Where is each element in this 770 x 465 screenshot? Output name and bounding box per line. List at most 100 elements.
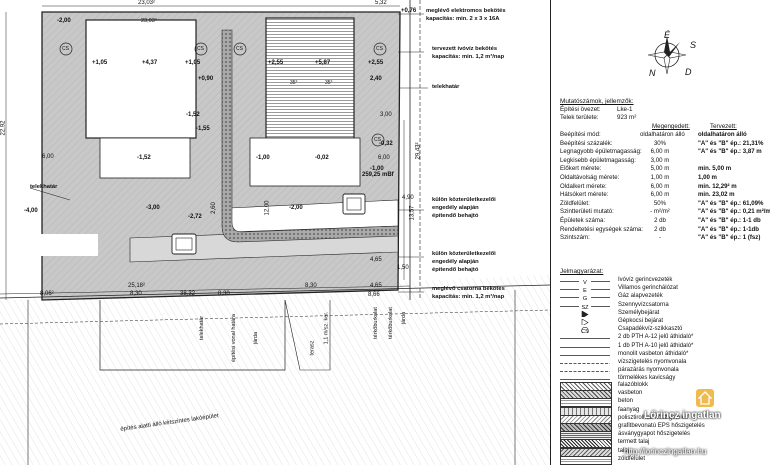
legend-line-item: törmelékes kavicságy bbox=[552, 375, 770, 383]
legend-symbol-text: V bbox=[583, 280, 587, 284]
vertical-label-1: telekhatár bbox=[199, 315, 206, 341]
legend-line-label: Csapadékvíz-szikkasztó bbox=[618, 326, 683, 333]
house-icon bbox=[698, 391, 712, 405]
annotation-boundary-left: telekhatár bbox=[30, 184, 58, 190]
level-9: +0,76 bbox=[401, 8, 417, 14]
legend-material-label: ásványgyapot hőszigetelés bbox=[618, 431, 691, 438]
level-23: 6,00 bbox=[42, 154, 54, 160]
indicator-label: Rendeltetési egységek száma: bbox=[560, 225, 643, 233]
indicator-label: Legnagyobb épületmagasság: bbox=[560, 148, 642, 156]
compass-n: N bbox=[649, 68, 656, 78]
legend-line-symbol: V bbox=[560, 278, 610, 284]
legend-line-symbol bbox=[560, 371, 610, 373]
indicator-allowed: oldalhatáron álló bbox=[640, 131, 685, 138]
zone-label: Építési övezet: bbox=[560, 106, 601, 113]
indicator-planned: "A" és "B" ép.: 0,21 m²/m² bbox=[698, 208, 770, 216]
legend-line-item: vízszigetelés nyomvonala bbox=[552, 359, 770, 367]
level-2: +1,05 bbox=[92, 60, 108, 66]
col-planned: Tervezett: bbox=[710, 123, 737, 130]
indicator-label: Beépítési százalék: bbox=[560, 139, 613, 147]
cs-label-4: CS bbox=[376, 46, 383, 52]
dim-bottom-a: 8,06² bbox=[40, 291, 54, 297]
indicator-planned: min. 23,02 m bbox=[698, 191, 735, 199]
level-4: +1,05 bbox=[185, 60, 201, 66]
indicator-allowed: 30% bbox=[653, 139, 667, 147]
level-15: -0,32 bbox=[379, 141, 393, 147]
indicator-planned: "A" és "B" ép.: 61,09% bbox=[698, 199, 764, 207]
roof-slope-1: 35° bbox=[290, 80, 298, 86]
indicator-planned: min. 12,29² m bbox=[698, 182, 737, 190]
vertical-label-6: térkőburkolat bbox=[372, 307, 379, 339]
legend-material-swatch bbox=[560, 455, 612, 465]
dim-right-e: 4,65 bbox=[370, 257, 382, 263]
legend-line-item: 2 db PTH A-12 jelű áthidaló* bbox=[552, 334, 770, 342]
indicator-planned: oldalhatáron álló bbox=[698, 131, 747, 138]
street-building-label: építés alatti álló kétszintes lakóépület bbox=[120, 413, 219, 433]
dim-bottom-f: 8,30 bbox=[305, 283, 317, 289]
level-25: 3,00 bbox=[380, 112, 392, 118]
building-a bbox=[85, 19, 197, 139]
indicator-allowed: 5,00 m bbox=[650, 165, 670, 173]
legend-line-label: törmelékes kavicságy bbox=[618, 375, 676, 382]
legend-line-label: Gépkocsi bejárat bbox=[618, 318, 664, 324]
legend-material-label: grafitbevonatú EPS hőszigetelés bbox=[618, 423, 705, 429]
legend-line-label: Gáz alapvezeték bbox=[618, 293, 663, 300]
legend-line-item: Személybejárat bbox=[552, 310, 770, 318]
legend-symbol-text: E bbox=[583, 288, 587, 292]
building-a-terrace bbox=[99, 137, 191, 179]
level-13: -1,00 bbox=[256, 155, 270, 161]
level-24: 6,00 bbox=[378, 155, 390, 161]
cs-label-5: CS bbox=[374, 137, 381, 143]
legend-title: Jelmagyarázat: bbox=[560, 268, 604, 275]
indicator-allowed: 6,00 m bbox=[650, 148, 670, 156]
legend-symbol-text: CS bbox=[581, 329, 589, 333]
legend-line-item: párazárás nyomvonala bbox=[552, 367, 770, 375]
legend-line-symbol: E bbox=[560, 286, 610, 293]
indicator-label: Szintszám: bbox=[560, 234, 590, 242]
dim-right-c: 4,90 bbox=[402, 195, 414, 201]
legend-material-label: falazóblokk bbox=[618, 382, 649, 388]
indicator-allowed: - m²/m² bbox=[650, 208, 670, 216]
neighbour-building bbox=[99, 300, 286, 371]
indicator-allowed: 2 db bbox=[654, 217, 666, 224]
level-6: +2,55 bbox=[268, 60, 284, 66]
legend-line-symbol bbox=[560, 346, 610, 348]
level-17: -1,52 bbox=[137, 155, 151, 161]
walkway bbox=[221, 29, 399, 243]
dim-bottom-c: 38,32 bbox=[180, 291, 196, 297]
indicator-row: Szintterületi mutató:- m²/m²"A" és "B" é… bbox=[552, 208, 770, 216]
annotation-boundary-right: telekhatár bbox=[432, 84, 460, 90]
area-label: Telek területe: bbox=[560, 114, 599, 121]
indicator-planned: "A" és "B" ép.: 3,87 m bbox=[698, 148, 762, 156]
compass-s: S bbox=[690, 40, 697, 50]
cs-label-1: CS bbox=[62, 46, 69, 52]
legend-line-label: 1 db PTH A-10 jelű áthidaló* bbox=[618, 342, 694, 349]
cs-symbols bbox=[59, 42, 387, 147]
watermark-brand: Lőrincz ingatlan bbox=[644, 410, 721, 421]
legend-material-label: vasbeton bbox=[618, 390, 643, 397]
indicator-allowed: 2 db bbox=[654, 225, 666, 233]
indicator-row: Zöldfelület:50%"A" és "B" ép.: 61,09% bbox=[552, 200, 770, 208]
legend-line-label: monolit vasbeton áthidaló* bbox=[618, 350, 689, 357]
legend-line-label: Szennyvízcsatorna bbox=[618, 301, 669, 308]
legend-line-item: CS Csapadékvíz-szikkasztó bbox=[552, 326, 770, 334]
building-b-roof bbox=[265, 17, 355, 139]
indicator-row: Szintszám:-"A" és "B" ép.: 1 (fsz) bbox=[552, 234, 770, 242]
legend-line-symbol bbox=[560, 379, 610, 381]
col-allowed: Megengedett: bbox=[652, 123, 690, 130]
indicator-planned: "A" és "B" ép.: 1-1db bbox=[698, 225, 759, 233]
dim-right-d: 1,50 bbox=[397, 265, 409, 271]
indicator-allowed: 1,00 m bbox=[650, 174, 670, 181]
compass-e: É bbox=[664, 30, 671, 40]
level-3: +4,37 bbox=[142, 60, 158, 66]
indicator-allowed: 50% bbox=[653, 199, 667, 207]
indicator-planned: "A" és "B" ép.: 1 (fsz) bbox=[698, 234, 761, 242]
cs-label-3: CS bbox=[236, 46, 243, 52]
